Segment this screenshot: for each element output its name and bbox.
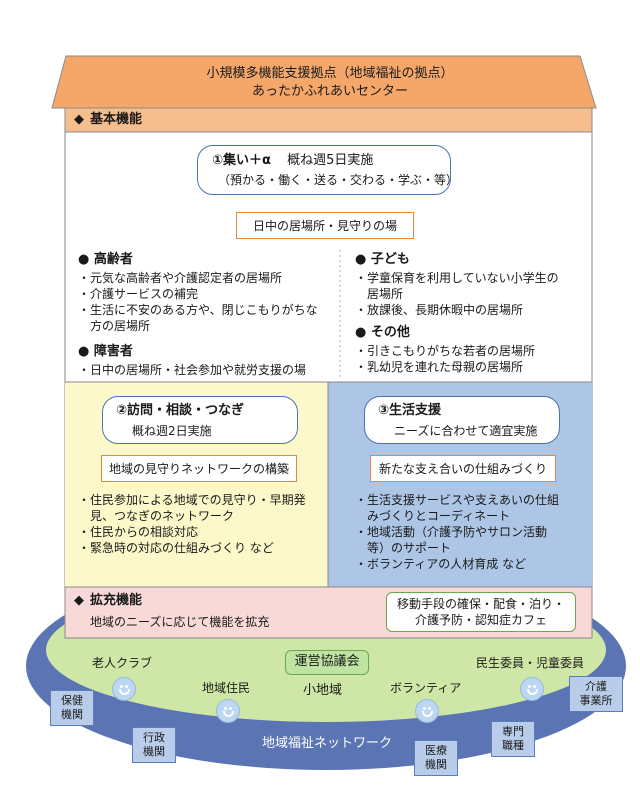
elders-club-label: 老人クラブ <box>92 656 153 670</box>
org-admin-line1: 行政 <box>143 731 165 744</box>
smile-icon <box>520 677 544 701</box>
others-heading: ● その他 <box>355 324 410 342</box>
org-health: 保健 機関 <box>50 690 94 726</box>
disabled-heading-text: 障害者 <box>93 344 133 359</box>
list-item: ・介護サービスの補完 <box>78 287 199 301</box>
list-item: ・元気な高齢者や介護認定者の居場所 <box>78 271 283 285</box>
list-item: ・緊急時の対応の仕組みづくり など <box>78 541 274 555</box>
list-item: ・乳幼児を連れた母親の居場所 <box>355 360 524 374</box>
expand-function-label: 拡充機能 <box>90 593 143 608</box>
list-item: みづくりとコーディネート <box>355 509 511 523</box>
visit-subtitle: 概ね週2日実施 <box>132 424 212 438</box>
smile-icon <box>216 699 240 723</box>
org-medical-line1: 医療 <box>425 744 447 757</box>
bullet-icon: ● <box>78 252 90 267</box>
org-care-line1: 介護 <box>585 680 607 693</box>
children-heading: ● 子ども <box>355 251 410 269</box>
visit-title: ②訪問・相談・つなぎ <box>116 403 245 418</box>
support-subtitle: ニーズに合わせて適宜実施 <box>394 424 538 438</box>
visit-box: 地域の見守りネットワークの構築 <box>101 455 297 482</box>
basic-header-bar <box>64 107 593 133</box>
basic-function-header: ◆ 基本機能 <box>74 111 142 129</box>
expand-box-line1: 移動手段の確保・配食・泊り・ <box>396 597 565 611</box>
list-item: ・住民からの相談対応 <box>78 525 199 539</box>
disabled-list: ・日中の居場所・社会参加や就労支援の場 <box>78 362 306 378</box>
list-item: 等）のサポート <box>355 541 452 555</box>
list-item: ・地域活動（介護予防やサロン活動 <box>355 525 548 539</box>
list-item: ・ボランティアの人材育成 など <box>355 557 527 571</box>
expand-function-header: ◆ 拡充機能 <box>74 592 142 610</box>
expand-box-line2: 介護予防・認知症カフェ <box>414 613 547 627</box>
small-area-label: 小地域 <box>303 683 343 698</box>
card-support <box>364 396 560 444</box>
org-health-line1: 保健 <box>61 694 83 707</box>
network-label: 地域福祉ネットワーク <box>262 736 393 751</box>
list-item: ・放課後、長期休暇中の居場所 <box>355 303 524 317</box>
residents-label: 地域住民 <box>202 681 251 695</box>
others-heading-text: その他 <box>370 325 410 340</box>
elderly-list: ・元気な高齢者や介護認定者の居場所 ・介護サービスの補完 ・生活に不安のある方や… <box>78 270 318 334</box>
support-title: ③生活支援 <box>378 403 442 418</box>
org-medical-line2: 機関 <box>425 758 447 771</box>
list-item: ・学童保育を利用していない小学生の <box>355 271 559 285</box>
org-care-line2: 事業所 <box>579 694 613 707</box>
elderly-heading-text: 高齢者 <box>93 252 133 267</box>
gathering-subtitle: 概ね週5日実施 <box>287 153 374 168</box>
card-gathering <box>197 145 451 195</box>
visit-list: ・住民参加による地域での見守り・早期発 見、つなぎのネットワーク ・住民からの相… <box>78 492 306 556</box>
basic-function-label: 基本機能 <box>90 112 143 127</box>
disabled-heading: ● 障害者 <box>78 343 133 361</box>
org-medical: 医療 機関 <box>414 740 458 776</box>
others-list: ・引きこもりがちな若者の居場所 ・乳幼児を連れた母親の居場所 <box>355 343 535 375</box>
bullet-icon: ● <box>355 252 367 267</box>
center-title-line1: 小規模多機能支援拠点（地域福祉の拠点） <box>206 66 454 81</box>
list-item: ・日中の居場所・社会参加や就労支援の場 <box>78 363 307 377</box>
children-list: ・学童保育を利用していない小学生の 居場所 ・放課後、長期休暇中の居場所 <box>355 270 559 318</box>
org-specialist-line2: 職種 <box>502 739 524 752</box>
list-item: ・引きこもりがちな若者の居場所 <box>355 344 536 358</box>
diamond-icon: ◆ <box>74 593 84 608</box>
smile-icon <box>415 699 439 723</box>
list-item: 見、つなぎのネットワーク <box>78 509 235 523</box>
list-item: ・住民参加による地域での見守り・早期発 <box>78 493 306 507</box>
org-care: 介護 事業所 <box>569 676 623 712</box>
org-specialist: 専門 職種 <box>491 721 535 757</box>
gathering-title-text: ①集い＋α <box>212 153 271 168</box>
elderly-heading: ● 高齢者 <box>78 251 133 269</box>
list-item: ・生活支援サービスや支えあいの仕組 <box>355 493 560 507</box>
org-admin: 行政 機関 <box>132 727 176 763</box>
roof <box>51 55 597 109</box>
bullet-icon: ● <box>78 344 90 359</box>
center-title-line2: あったかふれあいセンター <box>251 84 408 99</box>
expand-text: 地域のニーズに応じて機能を拡充 <box>90 615 270 629</box>
expand-box: 移動手段の確保・配食・泊り・ 介護予防・認知症カフェ <box>386 592 576 632</box>
list-item: 方の居場所 <box>78 319 151 333</box>
children-heading-text: 子ども <box>370 252 410 267</box>
support-box: 新たな支え合いの仕組みづくり <box>370 455 556 482</box>
gathering-detail: （預かる・働く・送る・交わる・学ぶ・等） <box>218 173 459 187</box>
org-health-line2: 機関 <box>61 708 83 721</box>
bullet-icon: ● <box>355 325 367 340</box>
volunteer-label: ボランティア <box>390 681 462 695</box>
place-box: 日中の居場所・見守りの場 <box>236 212 414 239</box>
diamond-icon: ◆ <box>74 112 84 127</box>
smile-icon <box>112 677 136 701</box>
list-item: 居場所 <box>355 287 404 301</box>
council-box: 運営協議会 <box>285 650 369 675</box>
card-visit <box>102 396 298 444</box>
welfare-commissioner-label: 民生委員・児童委員 <box>476 656 585 670</box>
gathering-title: ①集い＋α 概ね週5日実施 <box>212 153 373 169</box>
org-specialist-line1: 専門 <box>502 725 524 738</box>
support-list: ・生活支援サービスや支えあいの仕組 みづくりとコーディネート ・地域活動（介護予… <box>355 492 559 572</box>
org-admin-line2: 機関 <box>143 745 165 758</box>
list-item: ・生活に不安のある方や、閉じこもりがちな <box>78 303 318 317</box>
